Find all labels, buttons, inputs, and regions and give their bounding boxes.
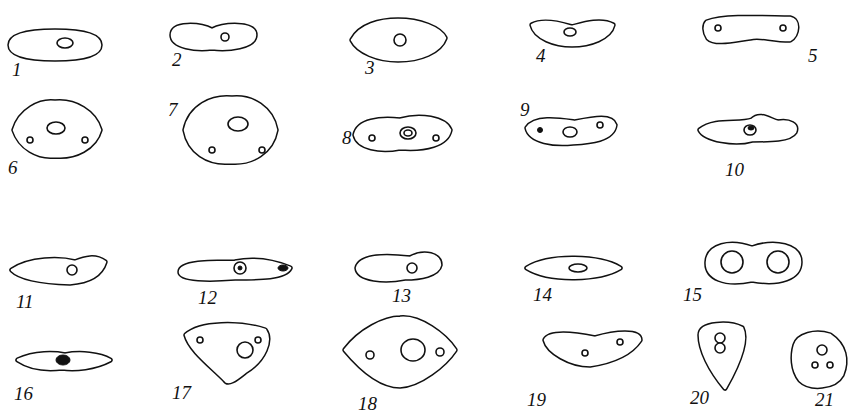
callout-number: 1 xyxy=(12,60,22,80)
callout-number: 14 xyxy=(533,285,552,305)
callout-number: 19 xyxy=(527,390,546,410)
callout-number: 21 xyxy=(815,390,834,410)
callout-number: 3 xyxy=(365,58,375,78)
callout-number: 18 xyxy=(358,394,377,414)
callout-number: 15 xyxy=(683,285,702,305)
callout-number: 6 xyxy=(8,158,18,178)
callout-number: 7 xyxy=(168,100,178,120)
callout-number: 20 xyxy=(690,388,709,408)
callout-number: 10 xyxy=(725,160,744,180)
callout-number: 17 xyxy=(172,383,191,403)
vascular-bundles xyxy=(27,25,833,368)
callout-number: 13 xyxy=(392,286,411,306)
callout-number: 11 xyxy=(16,292,34,312)
callout-number: 12 xyxy=(198,288,217,308)
section-outlines xyxy=(10,17,845,388)
callout-number: 16 xyxy=(14,384,33,404)
callout-number: 4 xyxy=(536,46,546,66)
callout-number: 2 xyxy=(172,50,182,70)
callout-number: 5 xyxy=(808,46,818,66)
callout-number: 8 xyxy=(342,128,352,148)
callout-number: 9 xyxy=(520,100,530,120)
